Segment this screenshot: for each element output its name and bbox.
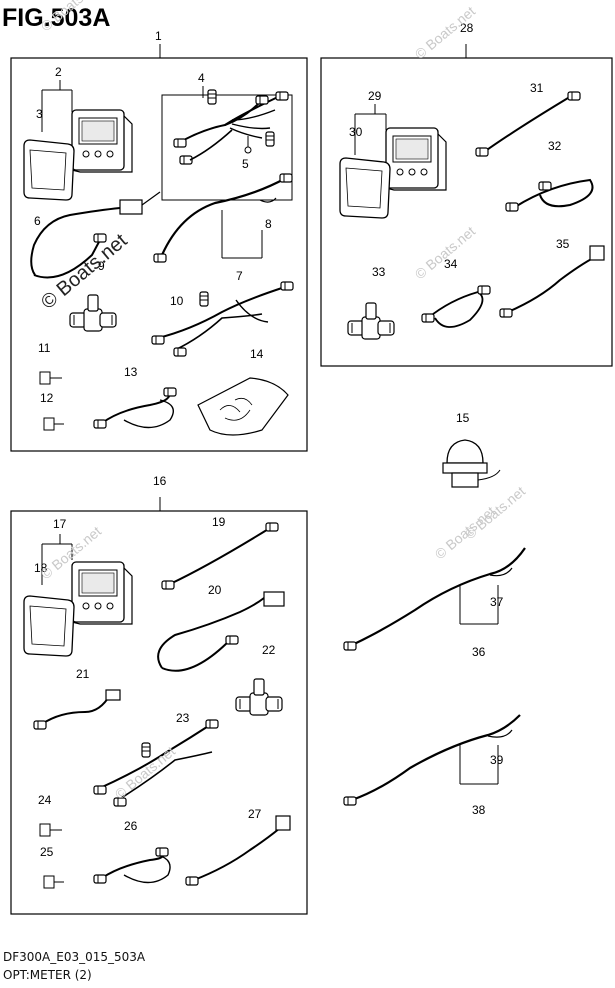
callout-6: 6 <box>34 214 41 228</box>
kit-1-frame <box>10 57 308 452</box>
callout-14: 14 <box>250 347 264 361</box>
figure-title: FIG.503A <box>2 4 111 32</box>
callout-4: 4 <box>198 71 205 85</box>
callout-24: 24 <box>38 793 52 807</box>
callout-20: 20 <box>208 583 222 597</box>
callout-26: 26 <box>124 819 138 833</box>
callout-39: 39 <box>490 753 504 767</box>
callout-34: 34 <box>444 257 458 271</box>
callout-38: 38 <box>472 803 486 817</box>
callout-7: 7 <box>236 269 243 283</box>
footer-code: DF300A_E03_015_503A <box>3 950 146 964</box>
callout-35: 35 <box>556 237 570 251</box>
callout-16: 16 <box>153 474 167 488</box>
callout-1: 1 <box>155 29 162 43</box>
callout-27: 27 <box>248 807 262 821</box>
callout-5: 5 <box>242 157 249 171</box>
callout-11: 11 <box>38 341 51 355</box>
callout-10: 10 <box>170 294 184 308</box>
callout-17: 17 <box>53 517 67 531</box>
callout-36: 36 <box>472 645 486 659</box>
callout-37: 37 <box>490 595 504 609</box>
callout-29: 29 <box>368 89 382 103</box>
callout-19: 19 <box>212 515 226 529</box>
kit-16-frame <box>10 510 308 915</box>
callout-13: 13 <box>124 365 138 379</box>
callout-25: 25 <box>40 845 54 859</box>
callout-32: 32 <box>548 139 562 153</box>
callout-12: 12 <box>40 391 54 405</box>
watermark: © Boats.net <box>37 229 132 313</box>
callout-23: 23 <box>176 711 190 725</box>
watermark: © Boats.net <box>38 0 105 34</box>
watermark: © Boats.net <box>462 483 529 542</box>
callout-15: 15 <box>456 411 470 425</box>
callout-22: 22 <box>262 643 276 657</box>
callout-31: 31 <box>530 81 544 95</box>
callout-28: 28 <box>460 21 474 35</box>
watermark: © Boats.net <box>412 223 479 282</box>
callout-9: 9 <box>98 259 105 273</box>
callout-33: 33 <box>372 265 386 279</box>
footer-caption: OPT:METER (2) <box>3 968 92 982</box>
callout-3: 3 <box>36 107 43 121</box>
callout-8: 8 <box>265 217 272 231</box>
callout-2: 2 <box>55 65 62 79</box>
callout-30: 30 <box>349 125 363 139</box>
callout-21: 21 <box>76 667 90 681</box>
callout-18: 18 <box>34 561 48 575</box>
